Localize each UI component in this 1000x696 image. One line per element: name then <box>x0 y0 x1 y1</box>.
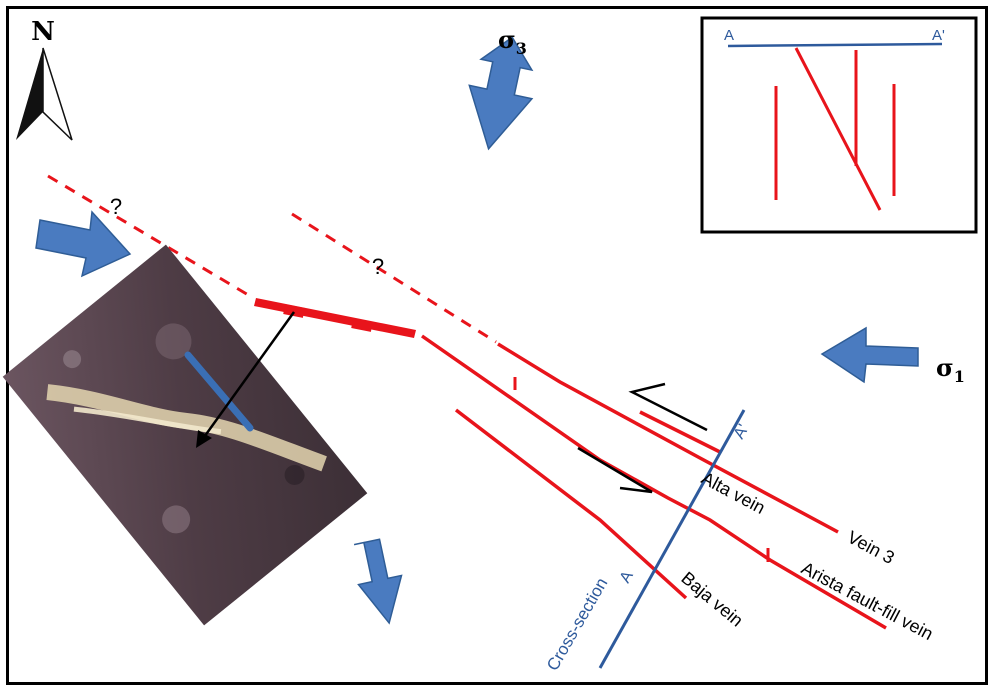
pen-scale <box>184 351 254 432</box>
sigma3-label: σ3 <box>498 25 527 58</box>
sigma1-left-arrow-icon-west <box>35 210 132 278</box>
fault-thick-segment <box>254 298 416 338</box>
shear-sense-arrows-icon <box>577 382 708 494</box>
north-label: N <box>31 17 55 47</box>
inset-cross-section: A A' <box>700 16 978 234</box>
vein-3-label: Vein 3 <box>844 527 898 568</box>
north-arrow-icon: N <box>16 17 73 141</box>
sigma3-up-arrow-icon <box>468 36 534 151</box>
baja-vein-line <box>454 408 688 600</box>
inset-section-line <box>727 42 943 48</box>
cross-section-end-a: A <box>617 568 637 586</box>
baja-vein-label: Baja vein <box>677 568 747 631</box>
sigma1-right-arrow-icon-east <box>820 326 919 384</box>
cross-section-line <box>598 409 746 669</box>
sigma1-label: σ1 <box>936 353 965 386</box>
uncertain-mark-1: ? <box>110 194 122 219</box>
uncertain-mark-2: ? <box>372 254 384 279</box>
cross-section-end-a-prime: A' <box>731 422 753 442</box>
inset-end-a-prime: A' <box>932 27 945 44</box>
photo-pointer-arrow-icon <box>196 311 296 448</box>
dashed-fault-extension-central <box>291 212 497 344</box>
sigma3-down-arrow-icon <box>353 538 403 625</box>
vein-3-line <box>639 410 721 454</box>
cross-section-label: Cross-section <box>543 575 611 674</box>
inset-end-a: A <box>724 27 734 44</box>
arista-fault-fill-vein-label: Arista fault-fill vein <box>798 558 936 644</box>
vein-lines <box>420 334 887 630</box>
outcrop-photo <box>2 244 368 626</box>
alta-vein-line <box>497 342 839 534</box>
